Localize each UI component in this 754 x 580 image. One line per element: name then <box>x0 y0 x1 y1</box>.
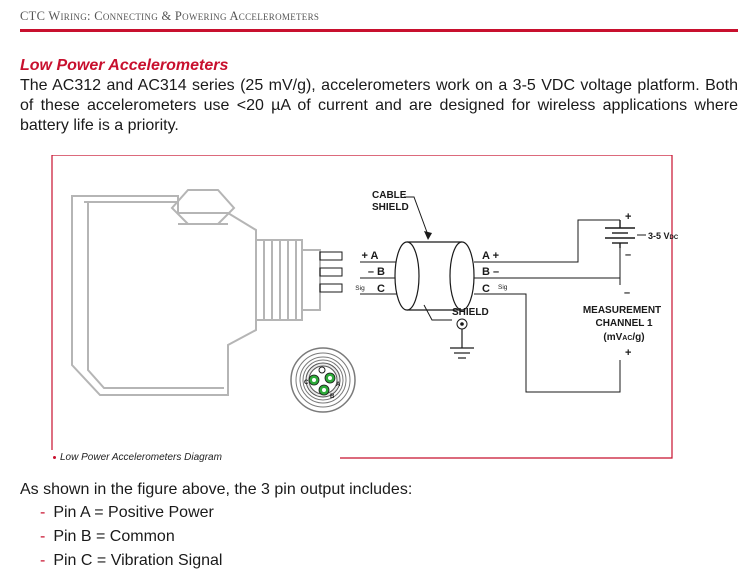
connector-pin-b-label: B <box>330 394 335 400</box>
left-pin-a-label: + A <box>361 250 378 262</box>
cable-cylinder <box>394 241 475 311</box>
list-item-text: Pin C = Vibration Signal <box>53 552 223 569</box>
measurement-line-1: MEASUREMENT <box>583 305 661 316</box>
list-item: -Pin C = Vibration Signal <box>40 549 222 573</box>
page-header: CTC Wiring: Connecting & Powering Accele… <box>20 9 320 23</box>
list-item: -Pin A = Positive Power <box>40 501 222 525</box>
left-pin-b-label: – B <box>368 266 385 278</box>
cable-shield-arrow <box>404 196 429 236</box>
list-item-text: Pin B = Common <box>53 528 175 545</box>
section-body: The AC312 and AC314 series (25 mV/g), ac… <box>20 77 738 134</box>
voltage-label: 3-5 VDC <box>648 231 679 241</box>
cable-shield-label-2: SHIELD <box>372 202 409 213</box>
list-dash: - <box>40 528 46 545</box>
right-pin-c-label: C <box>482 283 490 295</box>
caption-bullet <box>53 456 56 459</box>
figure-caption: Low Power Accelerometers Diagram <box>60 452 222 463</box>
connector-pin-c-label: C <box>304 380 309 386</box>
pin-list: -Pin A = Positive Power -Pin B = Common … <box>40 501 222 573</box>
list-dash: - <box>40 504 46 521</box>
diagram-frame <box>51 155 673 459</box>
measurement-line-2: CHANNEL 1 <box>595 318 652 329</box>
connector-pin-a-label: A <box>336 382 341 388</box>
accelerometer-sensor <box>71 189 321 396</box>
list-intro: As shown in the figure above, the 3 pin … <box>20 481 413 498</box>
list-dash: - <box>40 552 46 569</box>
measurement-plus: + <box>625 347 631 359</box>
shield-label: SHIELD <box>452 307 489 318</box>
right-pin-a-label: A + <box>482 250 499 262</box>
battery-symbol <box>605 220 635 248</box>
left-pin-c-prefix: Sig <box>355 285 365 292</box>
list-item: -Pin B = Common <box>40 525 222 549</box>
section-title: Low Power Accelerometers <box>20 57 229 74</box>
right-pin-b-label: B – <box>482 266 499 278</box>
battery-minus: – <box>625 249 631 261</box>
ground-icon <box>450 329 474 359</box>
measurement-line-3: (mVAC/g) <box>603 332 644 343</box>
measurement-minus: – <box>624 287 630 299</box>
connector-end-view: C A B <box>290 347 356 413</box>
wiring-diagram: + A – B Sig C CABLE SHIELD A + B – C Sig <box>51 155 679 459</box>
sensor-connector-pins <box>319 251 343 293</box>
left-pin-c-label: C <box>377 283 385 295</box>
battery-plus: + <box>625 211 631 223</box>
header-rule <box>20 29 738 32</box>
list-item-text: Pin A = Positive Power <box>53 504 214 521</box>
cable-shield-label-1: CABLE <box>372 190 407 201</box>
right-pin-c-suffix: Sig <box>498 284 508 291</box>
